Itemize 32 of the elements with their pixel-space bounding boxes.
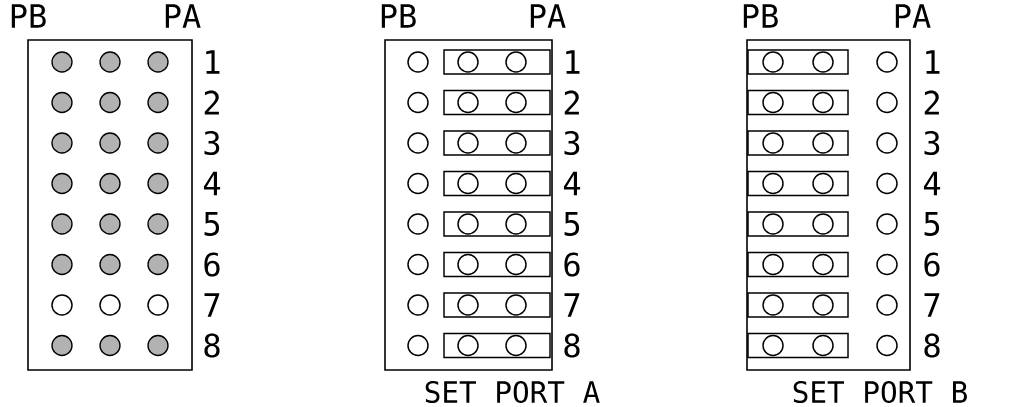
port-label: PB [381,4,416,28]
pin-number: 2 [204,90,219,115]
pin-number: 7 [204,293,220,317]
pin-number: 4 [563,171,581,196]
pin-number: 5 [204,212,220,236]
pin-number: 5 [564,212,580,236]
pin-number: 2 [564,90,579,115]
pin-number: 6 [204,252,220,277]
pin-number: 8 [564,333,580,358]
pin-number: 8 [924,333,940,358]
port-label: PA [530,4,566,28]
pin-number: 6 [564,252,580,277]
pin-number: 3 [564,130,580,156]
pin-number: 1 [206,50,220,74]
pin-number: 1 [926,50,940,74]
caption: SET PORT A [425,380,600,404]
pin-number: 3 [924,130,940,156]
pin-number: 1 [566,50,580,74]
pin-number: 5 [924,212,940,236]
port-label: PB [743,4,778,28]
pin-number: 7 [924,293,940,317]
pin-number: 3 [204,130,220,156]
port-label: PB [11,4,46,28]
pin-number: 8 [204,333,220,358]
pin-number: 7 [564,293,580,317]
port-label: PA [165,4,201,28]
pin-number: 4 [203,171,221,196]
caption: SET PORT B [793,380,967,404]
pin-number: 2 [924,90,939,115]
port-label: PA [895,4,931,28]
pin-number: 4 [923,171,941,196]
pin-number: 6 [924,252,940,277]
